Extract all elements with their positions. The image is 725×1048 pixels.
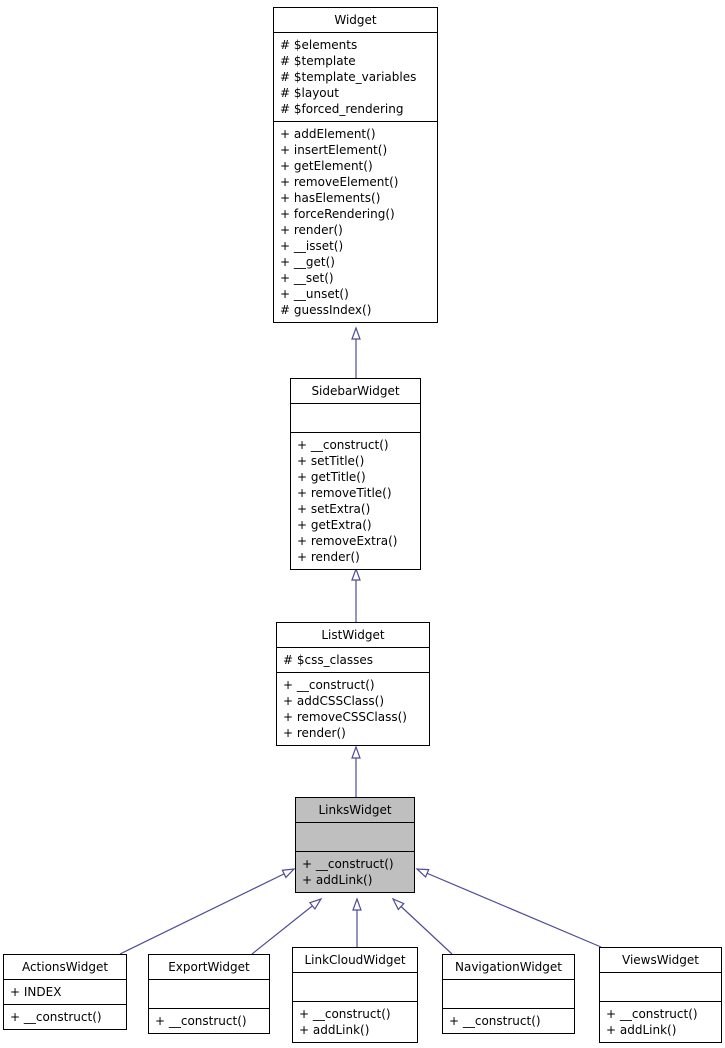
class-box-actionswidget[interactable]: ActionsWidget + INDEX + __construct() xyxy=(3,954,127,1030)
member-row: + hasElements() xyxy=(280,191,381,205)
class-box-linkswidget[interactable]: LinksWidget + __construct() + addLink() xyxy=(295,797,415,893)
class-box-widget[interactable]: Widget # $elements # $template # $template… xyxy=(273,7,438,323)
class-title: SidebarWidget xyxy=(311,384,400,398)
attributes-compartment xyxy=(149,979,269,1008)
class-title: NavigationWidget xyxy=(455,960,562,974)
member-row: + __isset() xyxy=(280,239,344,253)
edge-navigationwidget-to-linkswidget xyxy=(391,897,453,955)
member-row: + render() xyxy=(280,223,343,237)
attributes-compartment xyxy=(291,403,420,432)
member-row: + addElement() xyxy=(280,127,376,141)
class-title: LinksWidget xyxy=(318,803,392,817)
member-row: + __construct() xyxy=(297,438,389,452)
member-row: + addLink() xyxy=(302,873,373,887)
member-row: + render() xyxy=(283,726,346,740)
member-row: # $layout xyxy=(280,86,339,100)
member-row: + setTitle() xyxy=(297,454,365,468)
member-row: # guessIndex() xyxy=(280,303,372,317)
member-row: + __construct() xyxy=(302,857,394,871)
methods-compartment: + __construct() + addLink() xyxy=(293,1001,417,1042)
attributes-compartment xyxy=(443,979,574,1008)
methods-compartment: + __construct() xyxy=(4,1004,126,1029)
methods-compartment: + __construct() xyxy=(443,1008,574,1033)
methods-compartment: + __construct() + addLink() xyxy=(600,1001,721,1042)
methods-compartment: + __construct() xyxy=(149,1008,269,1033)
edge-viewswidget-to-linkswidget xyxy=(415,868,602,948)
member-row: + __construct() xyxy=(606,1007,698,1021)
methods-compartment: + __construct() + addCSSClass() + removeCS… xyxy=(277,672,429,745)
member-row: + removeExtra() xyxy=(297,534,398,548)
member-row: + insertElement() xyxy=(280,143,388,157)
class-title: ViewsWidget xyxy=(622,953,699,967)
edge-exportwidget-to-linkswidget xyxy=(251,897,323,955)
class-box-sidebarwidget[interactable]: SidebarWidget + __construct() + setTitle(… xyxy=(290,378,421,570)
member-row: + forceRendering() xyxy=(280,207,395,221)
attributes-compartment xyxy=(293,972,417,1001)
attributes-compartment: + INDEX xyxy=(4,979,126,1004)
attributes-compartment xyxy=(600,972,721,1001)
member-row: + __construct() xyxy=(10,1010,102,1024)
member-row: + getTitle() xyxy=(297,470,366,484)
member-row: + __unset() xyxy=(280,287,349,301)
class-title: LinkCloudWidget xyxy=(304,953,406,967)
class-box-navigationwidget[interactable]: NavigationWidget + __construct() xyxy=(442,954,575,1034)
member-row: + removeCSSClass() xyxy=(283,710,407,724)
class-box-viewswidget[interactable]: ViewsWidget + __construct() + addLink() xyxy=(599,947,722,1043)
attributes-compartment xyxy=(296,822,414,851)
member-row: + __set() xyxy=(280,271,334,285)
member-row: # $template_variables xyxy=(280,70,417,84)
member-row: + render() xyxy=(297,550,360,564)
methods-compartment: + addElement() + insertElement() + getElem… xyxy=(274,121,437,322)
member-row: + __construct() xyxy=(155,1014,247,1028)
member-row: + INDEX xyxy=(10,985,62,999)
member-row: # $elements xyxy=(280,38,358,52)
class-title: ExportWidget xyxy=(168,960,250,974)
class-title: ActionsWidget xyxy=(21,960,109,974)
member-row: # $template xyxy=(280,54,356,68)
attributes-compartment: # $css_classes xyxy=(277,647,429,672)
member-row: # $css_classes xyxy=(283,653,374,667)
class-title: Widget xyxy=(334,13,377,27)
class-box-exportwidget[interactable]: ExportWidget + __construct() xyxy=(148,954,270,1034)
member-row: # $forced_rendering xyxy=(280,102,404,116)
edge-actionswidget-to-linkswidget xyxy=(119,868,296,955)
member-row: + removeElement() xyxy=(280,175,399,189)
member-row: + getElement() xyxy=(280,159,373,173)
member-row: + __construct() xyxy=(299,1007,391,1021)
class-box-listwidget[interactable]: ListWidget # $css_classes + __construct(… xyxy=(276,622,430,746)
member-row: + __get() xyxy=(280,255,335,269)
member-row: + __construct() xyxy=(449,1014,541,1028)
class-box-linkcloudwidget[interactable]: LinkCloudWidget + __construct() + addLink… xyxy=(292,947,418,1043)
member-row: + __construct() xyxy=(283,678,375,692)
member-row: + addCSSClass() xyxy=(283,694,385,708)
member-row: + removeTitle() xyxy=(297,486,392,500)
member-row: + addLink() xyxy=(299,1023,370,1037)
member-row: + getExtra() xyxy=(297,518,372,532)
attributes-compartment: # $elements # $template # $template_variab… xyxy=(274,32,437,121)
member-row: + addLink() xyxy=(606,1023,677,1037)
methods-compartment: + __construct() + addLink() xyxy=(296,851,414,892)
class-title: ListWidget xyxy=(321,628,385,642)
methods-compartment: + __construct() + setTitle() + getTitle() +… xyxy=(291,432,420,569)
member-row: + setExtra() xyxy=(297,502,371,516)
